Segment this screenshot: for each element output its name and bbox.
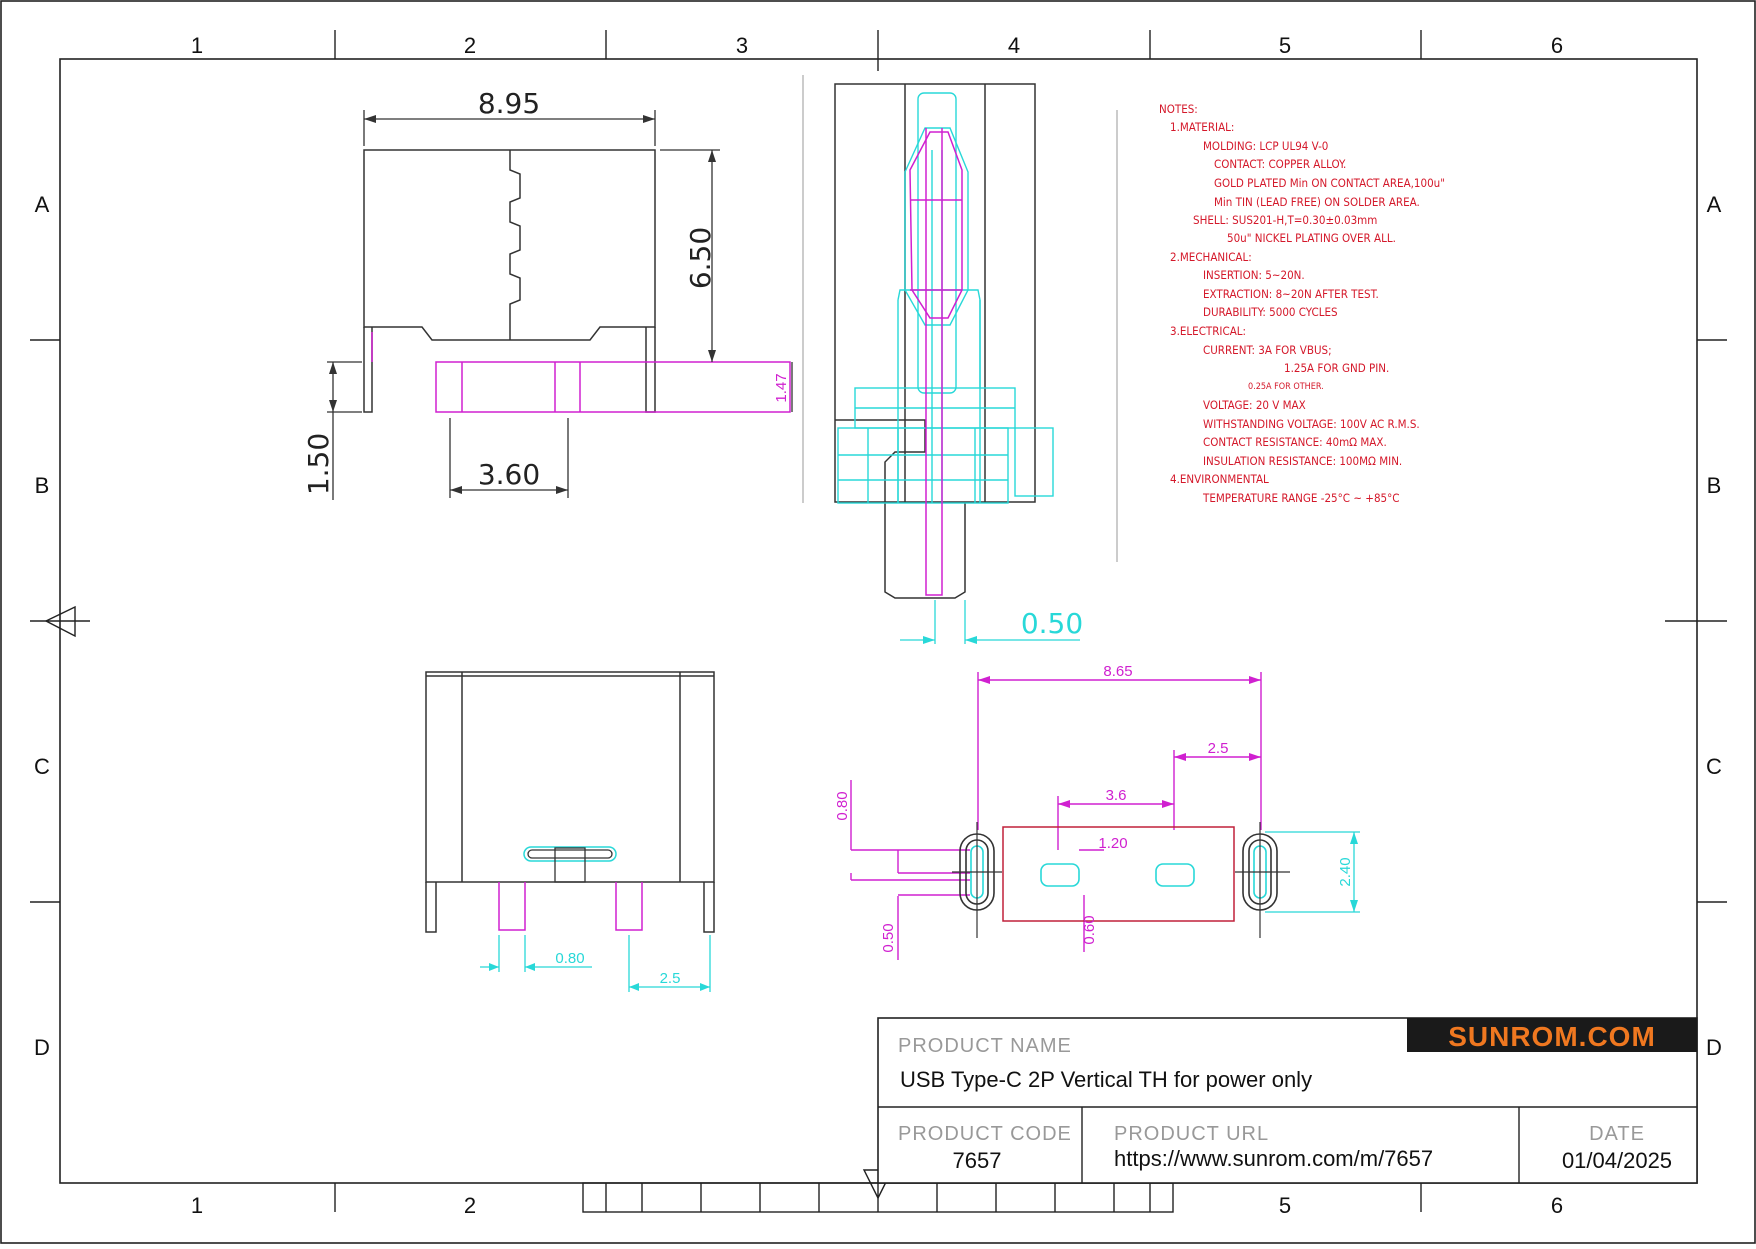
note-line: MOLDING: LCP UL94 V-0 <box>1203 139 1328 153</box>
dimension-pin-thickness: 0.50 <box>1021 607 1083 640</box>
scale-ruler <box>582 1182 1174 1213</box>
dimension-pin-width: 0.80 <box>555 950 584 967</box>
zone-ticks <box>30 30 1727 1212</box>
column-label: 5 <box>1279 33 1291 58</box>
side-housing <box>834 83 1036 503</box>
row-label: D <box>1706 1035 1722 1060</box>
note-line: EXTRACTION: 8~20N AFTER TEST. <box>1203 287 1379 301</box>
dimension-pad-to-slot: 2.5 <box>1208 740 1229 757</box>
row-label: B <box>35 473 50 498</box>
rear-pin-right <box>703 882 715 933</box>
dimension-pin-length: 1.50 <box>302 433 335 495</box>
note-line: INSULATION RESISTANCE: 100MΩ MIN. <box>1203 454 1402 468</box>
column-label: 6 <box>1551 1193 1563 1218</box>
note-line: GOLD PLATED Min ON CONTACT AREA,100u" <box>1214 176 1445 190</box>
brand-logo: SUNROM.COM <box>1448 1021 1656 1052</box>
date-label: DATE <box>1589 1123 1645 1145</box>
product-url[interactable]: https://www.sunrom.com/m/7657 <box>1114 1146 1433 1171</box>
product-name: USB Type-C 2P Vertical TH for power only <box>900 1067 1312 1092</box>
left-center-arrow <box>44 605 76 638</box>
note-line: CONTACT: COPPER ALLOY. <box>1214 157 1346 171</box>
zone-labels: 1 2 3 4 5 6 1 2 5 6 A B C D A B C D <box>34 33 1722 1218</box>
pin-right <box>645 327 656 413</box>
column-label: 4 <box>1008 33 1020 58</box>
date-value: 01/04/2025 <box>1562 1148 1672 1173</box>
column-label: 5 <box>1279 1193 1291 1218</box>
dimension-slot-width: 0.50 <box>880 923 897 952</box>
note-line: 0.25A FOR OTHER. <box>1248 382 1324 392</box>
column-label: 2 <box>464 33 476 58</box>
column-label: 6 <box>1551 33 1563 58</box>
dimension-slot-offset: 0.80 <box>834 791 851 820</box>
column-label: 1 <box>191 33 203 58</box>
footprint-pad-right <box>1155 863 1195 887</box>
footprint-slot-left <box>952 822 1002 938</box>
note-line: DURABILITY: 5000 CYCLES <box>1203 305 1338 319</box>
row-label: C <box>1706 754 1722 779</box>
row-label: B <box>1707 473 1722 498</box>
footprint-body <box>1002 826 1235 922</box>
dimension-pin-pitch: 2.5 <box>660 970 681 987</box>
brand-logo-box <box>1407 1018 1697 1052</box>
housing-seam <box>509 150 521 340</box>
dimension-pad-width: 1.20 <box>1098 835 1127 852</box>
note-line: Min TIN (LEAD FREE) ON SOLDER AREA. <box>1214 195 1420 209</box>
row-label: A <box>35 192 50 217</box>
pin-left <box>363 327 373 413</box>
notes-block: NOTES: 1.MATERIAL: MOLDING: LCP UL94 V-0… <box>1159 102 1445 505</box>
rear-power-pin-right <box>615 882 643 931</box>
note-line: 4.ENVIRONMENTAL <box>1170 472 1269 486</box>
product-code: 7657 <box>953 1148 1002 1173</box>
inner-border <box>59 58 1698 1184</box>
column-label: 3 <box>736 33 748 58</box>
side-pin-outline <box>835 419 966 599</box>
dimension-pad-height: 0.60 <box>1081 915 1098 944</box>
centering-marks <box>44 605 894 1200</box>
note-line: CONTACT RESISTANCE: 40mΩ MAX. <box>1203 435 1387 449</box>
note-line: 50u" NICKEL PLATING OVER ALL. <box>1227 231 1396 245</box>
pcb-footprint: 8.65 2.5 3.6 1.20 0.80 2.40 0.50 0.60 <box>834 663 1360 960</box>
notes-title: NOTES: <box>1159 102 1198 116</box>
side-contact-cyan <box>837 92 1054 504</box>
dimension-total-width: 8.65 <box>1103 663 1132 680</box>
dimension-pad-pitch: 3.6 <box>1106 787 1127 804</box>
front-view: 8.95 6.50 1.50 3.60 1.47 <box>302 87 793 500</box>
footprint-slot-right <box>1235 822 1290 938</box>
note-line: 3.ELECTRICAL: <box>1170 324 1246 338</box>
note-line: 1.MATERIAL: <box>1170 120 1234 134</box>
note-line: INSERTION: 5~20N. <box>1203 268 1305 282</box>
row-label: D <box>34 1035 50 1060</box>
note-line: SHELL: SUS201-H,T=0.30±0.03mm <box>1193 213 1377 227</box>
dimension-width: 8.95 <box>478 87 540 120</box>
note-line: 1.25A FOR GND PIN. <box>1284 361 1389 375</box>
title-block: SUNROM.COM PRODUCT NAME USB Type-C 2P Ve… <box>877 1017 1698 1184</box>
dimension-slot-height: 2.40 <box>1337 857 1354 886</box>
pcb-outline <box>435 361 791 413</box>
rear-power-pin-left <box>498 882 526 931</box>
product-url-label: PRODUCT URL <box>1114 1123 1269 1145</box>
side-view: 0.50 <box>802 75 1118 644</box>
dimension-thickness: 1.47 <box>773 373 790 402</box>
row-label: C <box>34 754 50 779</box>
column-label: 1 <box>191 1193 203 1218</box>
note-line: VOLTAGE: 20 V MAX <box>1203 398 1306 412</box>
column-label: 2 <box>464 1193 476 1218</box>
note-line: CURRENT: 3A FOR VBUS; <box>1203 343 1332 357</box>
rear-view: 0.80 2.5 <box>425 671 715 992</box>
side-contact-magenta <box>909 128 963 596</box>
dimension-height: 6.50 <box>684 227 717 289</box>
housing-outline <box>363 149 656 341</box>
product-name-label: PRODUCT NAME <box>898 1035 1072 1057</box>
dimension-pitch: 3.60 <box>478 458 540 491</box>
product-code-label: PRODUCT CODE <box>898 1123 1072 1145</box>
note-line: WITHSTANDING VOLTAGE: 100V AC R.M.S. <box>1203 417 1420 431</box>
note-line: TEMPERATURE RANGE -25°C ~ +85°C <box>1202 491 1400 505</box>
rear-pin-left <box>425 882 437 933</box>
note-line: 2.MECHANICAL: <box>1170 250 1252 264</box>
row-label: A <box>1707 192 1722 217</box>
footprint-pad-left <box>1040 863 1080 887</box>
